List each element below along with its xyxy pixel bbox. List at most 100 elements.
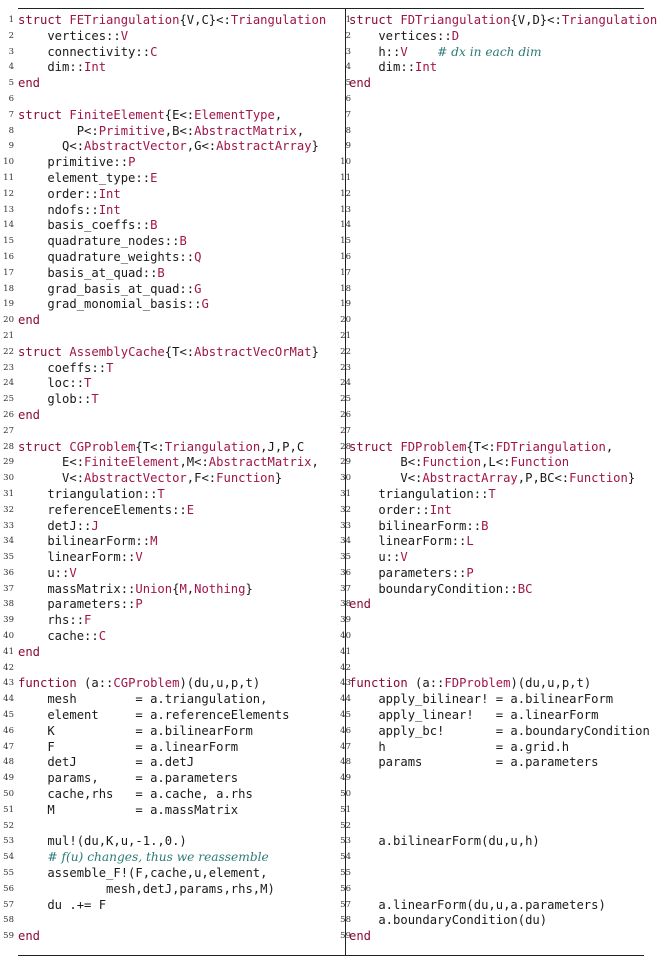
code-text: massMatrix::Union{M,Nothing} (18, 582, 253, 598)
left-code-line: 31 triangulation::T (0, 487, 345, 503)
left-code-line: 21 (0, 329, 345, 345)
code-token: apply_bc! = a.boundaryCondition (349, 723, 650, 738)
code-text: u::V (349, 550, 407, 566)
right-code-line: 21 (339, 329, 662, 345)
line-number: 58 (3, 915, 14, 926)
line-number: 47 (340, 741, 351, 752)
code-token: detJ:: (18, 518, 92, 533)
code-token: ,G<: (186, 139, 217, 154)
type-name: Q (194, 249, 202, 264)
keyword: end (18, 76, 41, 91)
left-code-line: 45 element = a.referenceElements (0, 708, 345, 724)
type-name: P (135, 597, 143, 612)
type-name: B (481, 518, 489, 533)
left-code-line: 13 ndofs::Int (0, 203, 345, 219)
code-text: loc::T (18, 376, 91, 392)
code-token: order:: (349, 502, 430, 517)
type-name: Triangulation (164, 439, 261, 454)
right-code-line: 58 a.boundaryCondition(du) (339, 913, 662, 929)
code-token: mesh,detJ,params,rhs,M) (18, 881, 275, 896)
right-code-line: 22 (339, 345, 662, 361)
code-text: assemble_F!(F,cache,u,element, (18, 866, 267, 882)
code-token: {V,C}<: (179, 13, 231, 27)
comment: # f(u) changes, thus we reassemble (47, 850, 269, 865)
type-name: T (84, 376, 92, 391)
code-token: detJ = a.detJ (18, 755, 195, 770)
type-name: Triangulation (561, 13, 658, 27)
code-token: quadrature_weights:: (18, 249, 195, 264)
code-text: F = a.linearForm (18, 740, 238, 756)
line-number: 8 (8, 125, 14, 136)
line-number: 26 (3, 409, 14, 420)
code-text: rhs::F (18, 613, 91, 629)
type-name: E (186, 502, 195, 517)
code-token: {T<: (164, 344, 195, 359)
code-token: h = a.grid.h (349, 739, 570, 754)
code-text: M = a.massMatrix (18, 803, 238, 819)
right-code-line: 7 (339, 108, 662, 124)
line-number: 34 (340, 536, 351, 547)
line-number: 23 (340, 362, 351, 373)
left-code-line: 35 linearForm::V (0, 550, 345, 566)
code-token: connectivity:: (18, 44, 151, 59)
type-name: D (451, 28, 460, 43)
right-code-line: 57 a.linearForm(du,u,a.parameters) (339, 898, 662, 914)
type-name: C (150, 44, 158, 59)
comment: # dx in each dim (437, 44, 542, 59)
type-name: BC (517, 581, 533, 596)
right-code-line: 53 a.bilinearForm(du,u,h) (339, 834, 662, 850)
code-token: vertices:: (18, 28, 121, 43)
code-token: coeffs:: (18, 360, 107, 375)
type-name: Int (98, 202, 121, 217)
type-name: E (150, 170, 158, 185)
code-text: quadrature_weights::Q (18, 250, 201, 266)
code-token: ,F<: (186, 471, 217, 486)
right-code-line: 44 apply_bilinear! = a.bilinearForm (339, 692, 662, 708)
line-number: 22 (340, 346, 351, 357)
type-name: Triangulation (230, 13, 327, 27)
code-token: } (245, 581, 253, 596)
line-number: 15 (3, 236, 14, 247)
code-text: bilinearForm::B (349, 519, 488, 535)
left-code-line: 52 (0, 819, 345, 835)
keyword: struct (18, 13, 70, 27)
code-token: (a:: (84, 676, 114, 691)
code-token: a.boundaryCondition(du) (349, 913, 548, 928)
line-number: 1 (8, 15, 14, 25)
line-number: 49 (3, 773, 14, 784)
code-token: triangulation:: (349, 486, 489, 501)
type-name: Int (98, 186, 121, 201)
type-name: FETriangulation (69, 13, 180, 27)
code-token: bilinearForm:: (349, 518, 482, 533)
code-token: apply_bilinear! = a.bilinearForm (349, 692, 614, 707)
line-number: 8 (345, 125, 351, 136)
line-number: 7 (8, 109, 14, 120)
right-code-line: 32 order::Int (339, 503, 662, 519)
code-token: element = a.referenceElements (18, 708, 290, 723)
line-number: 25 (340, 394, 351, 405)
code-token: )(du,u,p,t) (510, 676, 592, 691)
line-number: 38 (340, 599, 351, 610)
right-code-line: 13 (339, 203, 662, 219)
line-number: 43 (340, 678, 351, 689)
type-name: V (120, 28, 129, 43)
code-text: triangulation::T (349, 486, 495, 503)
line-number: 31 (3, 488, 14, 499)
code-token: Q<: (18, 139, 85, 154)
type-name: FiniteElement (84, 455, 180, 470)
line-number: 39 (340, 615, 351, 626)
line-number: 11 (340, 172, 351, 183)
code-token: {E<: (164, 107, 195, 122)
code-text: end (18, 76, 40, 92)
left-code-line: 23 coeffs::T (0, 361, 345, 377)
code-token: rhs:: (18, 613, 85, 628)
line-number: 31 (340, 488, 351, 499)
type-name: Function (569, 471, 628, 486)
code-text: parameters::P (349, 566, 473, 582)
type-name: C (98, 629, 107, 644)
keyword: struct (18, 107, 70, 122)
right-code-line: 51 (339, 803, 662, 819)
